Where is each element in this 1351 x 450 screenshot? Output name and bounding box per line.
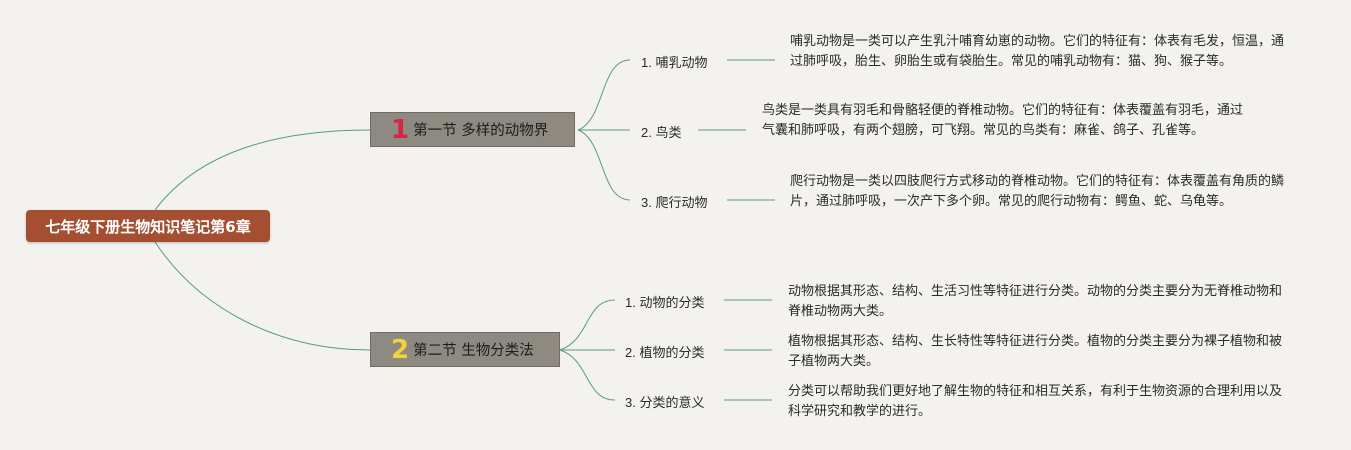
item-description: 哺乳动物是一类可以产生乳汁哺育幼崽的动物。它们的特征有：体表有毛发，恒温，通过肺… [790,34,1285,69]
connector-s1-item-3 [577,129,631,201]
section-number-2: 2 [391,334,410,365]
item-node[interactable]: 2. 鸟类 [641,125,682,140]
section-node-1[interactable]: 1 第一节 多样的动物界 [370,112,575,147]
item-description: 动物根据其形态、结构、生活习性等特征进行分类。动物的分类主要分为无脊椎动物和脊椎… [788,284,1283,319]
section-title-1: 第一节 多样的动物界 [413,123,549,139]
item-description: 爬行动物是一类以四肢爬行方式移动的脊椎动物。它们的特征有：体表覆盖有角质的鳞片，… [790,174,1285,209]
section-title-2: 第二节 生物分类法 [413,343,534,359]
section-node-2[interactable]: 2 第二节 生物分类法 [370,332,560,367]
connector-s2-item-1 [559,299,616,351]
item-node[interactable]: 1. 动物的分类 [625,295,705,310]
connector-root-section-1 [154,129,371,211]
item-description: 鸟类是一类具有羽毛和骨骼轻便的脊椎动物。它们的特征有：体表覆盖有羽毛，通过气囊和… [762,103,1244,138]
root-title: 七年级下册生物知识笔记第6章 [45,217,251,236]
connector-root-section-2 [154,241,371,351]
connector-s1-item-1 [577,59,631,131]
item-node[interactable]: 2. 植物的分类 [625,345,705,360]
item-description: 植物根据其形态、结构、生长特性等特征进行分类。植物的分类主要分为裸子植物和被子植… [788,334,1283,369]
section-number-1: 1 [391,114,410,145]
item-node[interactable]: 1. 哺乳动物 [641,55,708,70]
item-node[interactable]: 3. 分类的意义 [625,395,705,410]
root-node[interactable]: 七年级下册生物知识笔记第6章 [26,210,270,242]
item-node[interactable]: 3. 爬行动物 [641,195,708,210]
item-description: 分类可以帮助我们更好地了解生物的特征和相互关系，有利于生物资源的合理利用以及科学… [788,384,1283,419]
connector-s2-item-3 [559,349,616,401]
